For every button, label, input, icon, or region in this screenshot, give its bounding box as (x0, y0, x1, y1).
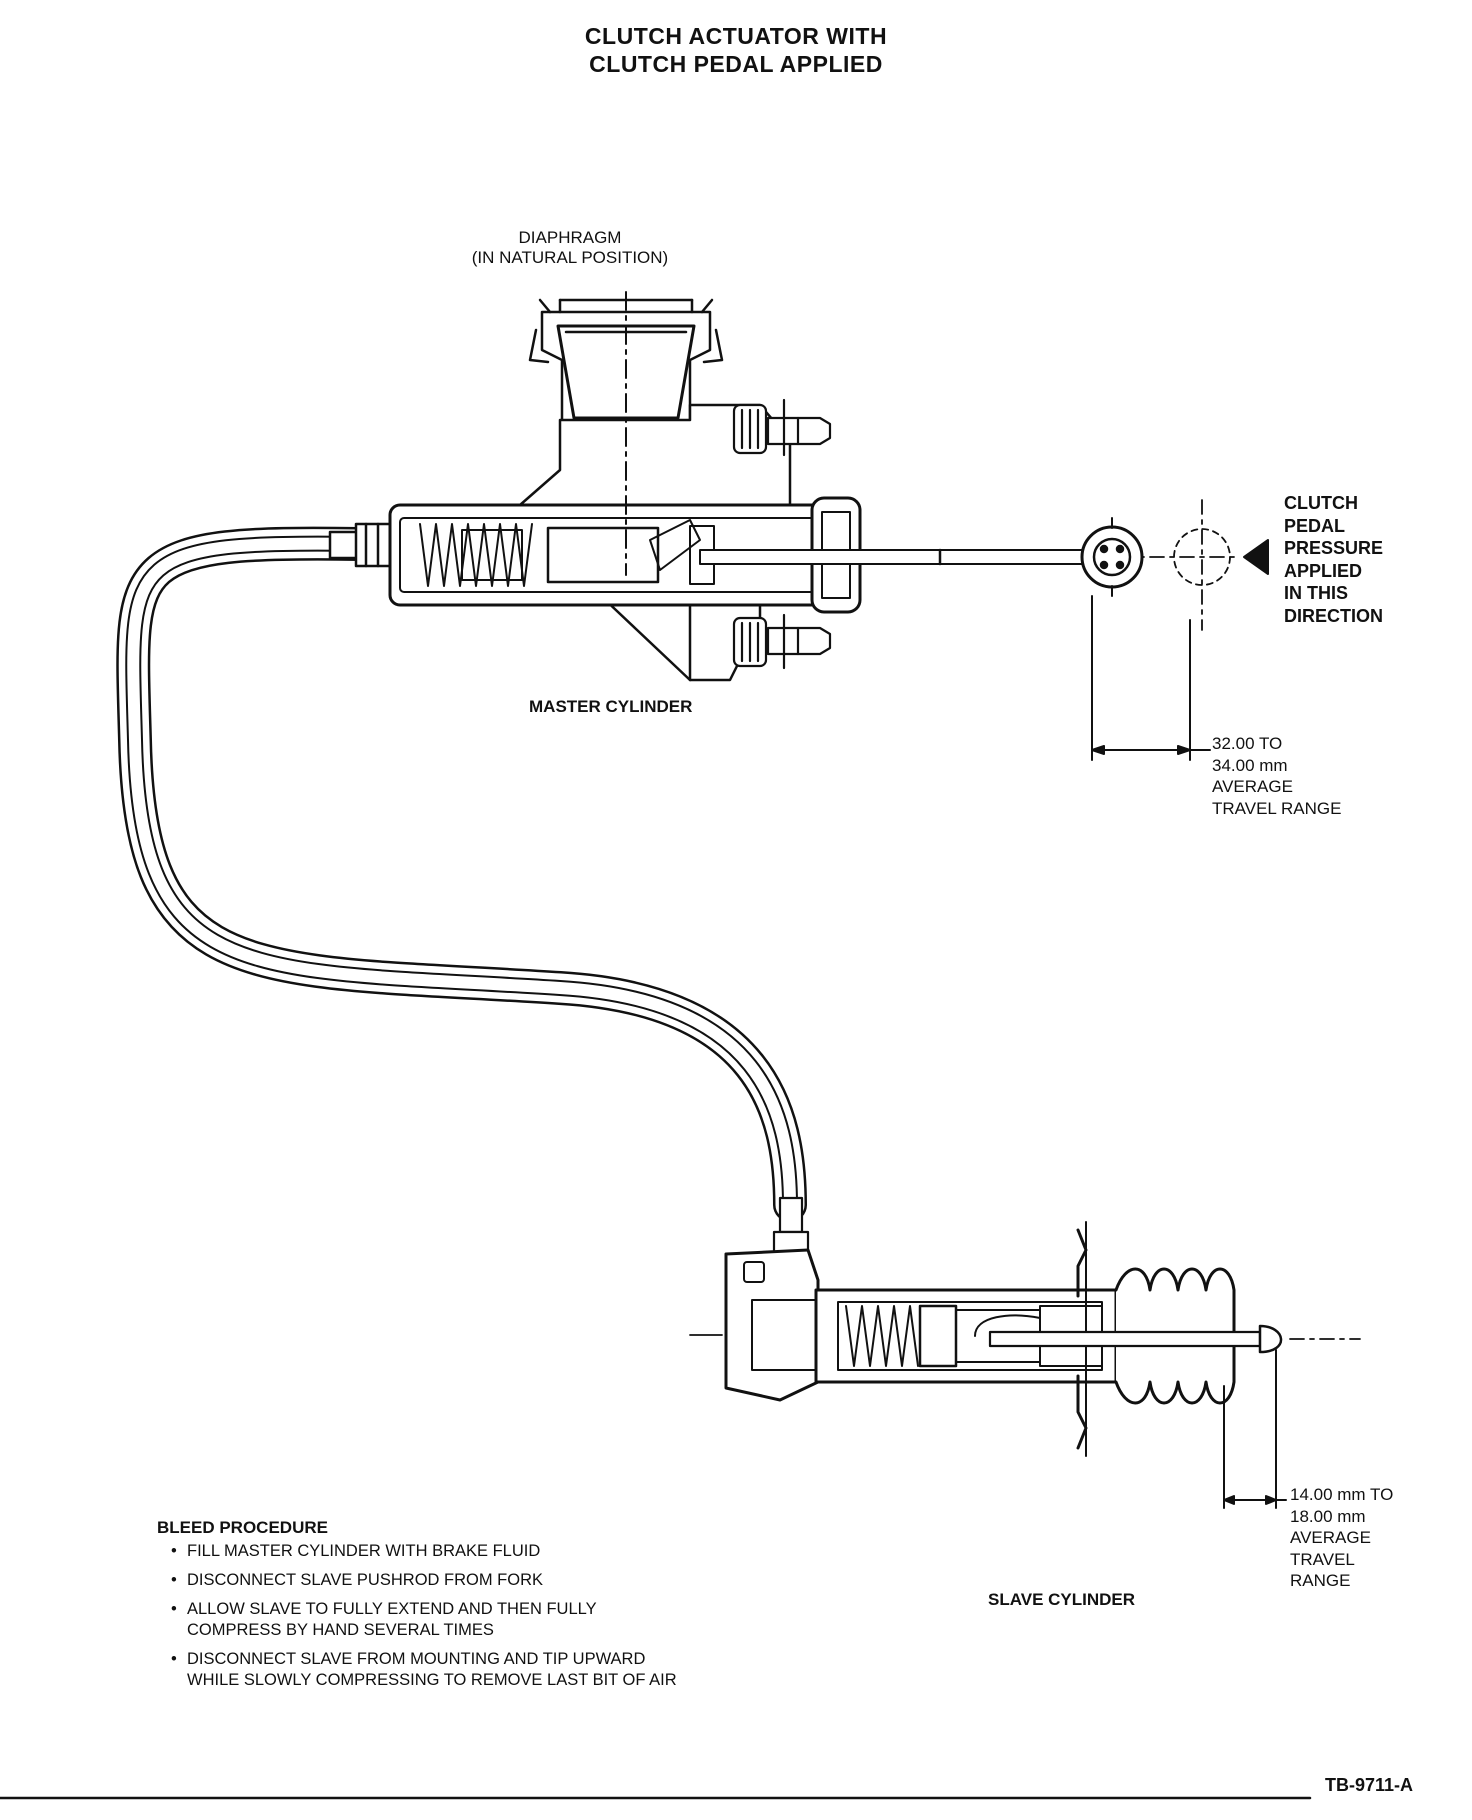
slave-travel-line: 18.00 mm (1290, 1506, 1366, 1526)
slave-mounting-flange (1076, 1228, 1088, 1450)
slave-travel-line: TRAVEL (1290, 1549, 1355, 1569)
pressure-label-line: DIRECTION (1284, 605, 1383, 626)
bleed-steps-list: • FILL MASTER CYLINDER WITH BRAKE FLUID … (157, 1541, 837, 1691)
slave-piston (918, 1304, 958, 1368)
bleed-step-line: FILL MASTER CYLINDER WITH BRAKE FLUID (187, 1542, 541, 1561)
figure-title-line2: CLUTCH PEDAL APPLIED (589, 51, 883, 77)
figure-title-line1: CLUTCH ACTUATOR WITH (584, 23, 888, 49)
bleed-step-line: COMPRESS BY HAND SEVERAL TIMES (187, 1621, 494, 1640)
clevis-phantom-position (1173, 528, 1231, 586)
clevis-eye (1080, 517, 1144, 597)
bleed-step-line: DISCONNECT SLAVE PUSHROD FROM FORK (187, 1571, 544, 1590)
slave-travel-line: AVERAGE (1290, 1528, 1371, 1547)
master-travel-dimension (1091, 595, 1211, 761)
slave-travel-line: RANGE (1290, 1571, 1351, 1590)
slave-spring (845, 1305, 919, 1367)
figure-title: CLUTCH ACTUATOR WITH CLUTCH PEDAL APPLIE… (0, 22, 1472, 78)
slave-travel-dimension (1223, 1349, 1287, 1509)
master-cylinder (388, 298, 1091, 682)
mounting-stud-bottom (732, 613, 832, 670)
pressure-label-line: CLUTCH (1284, 493, 1358, 513)
hydraulic-hose (116, 526, 807, 1222)
diaphragm-label: DIAPHRAGM (IN NATURAL POSITION) (440, 228, 700, 268)
master-pushrod (699, 549, 1091, 565)
diaphragm-label-line2: (IN NATURAL POSITION) (471, 248, 669, 268)
bleed-step: • ALLOW SLAVE TO FULLY EXTEND AND THEN F… (171, 1599, 837, 1641)
bullet-icon: • (171, 1542, 177, 1561)
master-spring (419, 523, 533, 587)
diaphragm-label-line1: DIAPHRAGM (518, 228, 622, 247)
bleed-step: • FILL MASTER CYLINDER WITH BRAKE FLUID (171, 1541, 837, 1562)
bullet-icon: • (171, 1650, 177, 1669)
slave-cylinder-label: SLAVE CYLINDER (988, 1590, 1136, 1609)
pressure-direction-label: CLUTCH PEDAL PRESSURE APPLIED IN THIS DI… (1284, 492, 1383, 627)
pressure-arrow (1243, 539, 1269, 575)
pressure-label-line: PEDAL (1284, 515, 1346, 536)
pressure-label-line: APPLIED (1284, 560, 1363, 581)
master-travel-line: TRAVEL RANGE (1212, 798, 1342, 818)
figure-reference-number: TB-9711-A (1325, 1775, 1414, 1795)
pressure-label-line: PRESSURE (1284, 538, 1384, 558)
slave-pushrod (988, 1330, 1262, 1348)
bullet-icon: • (171, 1600, 177, 1619)
pressure-label-line: IN THIS (1284, 583, 1349, 603)
slave-travel-line: 14.00 mm TO (1290, 1485, 1394, 1504)
bleed-step-line: WHILE SLOWLY COMPRESSING TO REMOVE LAST … (187, 1671, 677, 1690)
slave-travel-label: 14.00 mm TO 18.00 mm AVERAGE TRAVEL RANG… (1290, 1484, 1393, 1592)
bleed-step-line: DISCONNECT SLAVE FROM MOUNTING AND TIP U… (187, 1650, 646, 1669)
master-travel-line: AVERAGE (1212, 777, 1293, 796)
bullet-icon: • (171, 1571, 177, 1590)
bleed-procedure-heading: BLEED PROCEDURE (157, 1518, 328, 1537)
master-travel-line: 34.00 mm (1212, 755, 1288, 775)
master-hose-fitting (328, 522, 392, 568)
bleed-procedure: BLEED PROCEDURE • FILL MASTER CYLINDER W… (157, 1518, 837, 1699)
mounting-stud-top (732, 398, 832, 457)
master-cylinder-label: MASTER CYLINDER (529, 697, 693, 716)
slave-cylinder (689, 1196, 1283, 1457)
master-piston (546, 526, 660, 584)
master-travel-label: 32.00 TO 34.00 mm AVERAGE TRAVEL RANGE (1212, 733, 1341, 819)
master-travel-line: 32.00 TO (1212, 734, 1283, 753)
bleed-step: • DISCONNECT SLAVE PUSHROD FROM FORK (171, 1570, 837, 1591)
bleed-step-line: ALLOW SLAVE TO FULLY EXTEND AND THEN FUL… (187, 1600, 597, 1619)
bleed-step: • DISCONNECT SLAVE FROM MOUNTING AND TIP… (171, 1649, 837, 1691)
